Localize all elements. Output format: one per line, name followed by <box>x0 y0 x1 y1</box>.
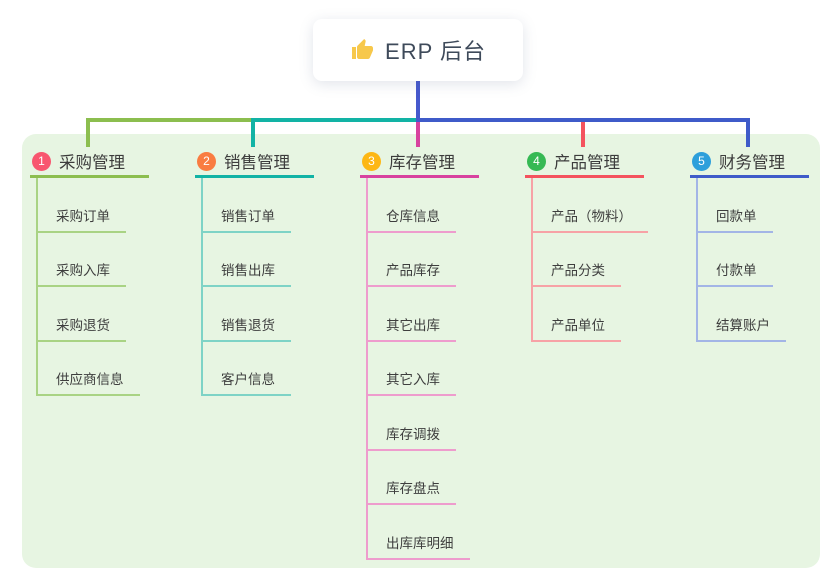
sub-item[interactable]: 库存盘点 <box>366 451 456 505</box>
sub-item-label: 库存调拨 <box>386 426 440 442</box>
branch-number-badge: 5 <box>692 151 711 171</box>
sub-item[interactable]: 客户信息 <box>201 342 291 396</box>
root-title: ERP 后台 <box>385 39 486 64</box>
branch-subtree: 仓库信息 产品库存 其它出库 其它入库 库存调拨 库存盘点 出库库明细 <box>366 178 522 560</box>
sub-item[interactable]: 产品分类 <box>531 233 621 287</box>
sub-item-label: 采购入库 <box>56 263 110 278</box>
sub-item-label: 仓库信息 <box>386 208 440 224</box>
sub-item[interactable]: 采购入库 <box>36 233 126 287</box>
branch-heading[interactable]: 4 产品管理 <box>525 147 644 178</box>
thumbs-up-icon <box>350 38 374 62</box>
sub-item[interactable]: 销售退货 <box>201 287 291 342</box>
sub-item-label: 供应商信息 <box>56 372 124 387</box>
sub-item-label: 客户信息 <box>221 372 275 387</box>
sub-item-label: 产品分类 <box>551 263 605 278</box>
sub-item[interactable]: 仓库信息 <box>366 178 456 233</box>
branch-number-badge: 2 <box>197 151 216 171</box>
branch-label: 库存管理 <box>389 154 455 172</box>
sub-item-label: 采购退货 <box>56 317 110 333</box>
branch-heading[interactable]: 5 财务管理 <box>690 147 809 178</box>
subtree-line <box>201 178 203 396</box>
sub-item-label: 销售订单 <box>221 208 275 224</box>
sub-item-label: 结算账户 <box>716 317 770 333</box>
sub-item[interactable]: 采购退货 <box>36 287 126 342</box>
branch-heading[interactable]: 1 采购管理 <box>30 147 149 178</box>
branch-label: 产品管理 <box>554 154 620 172</box>
branches-panel <box>22 134 820 568</box>
sub-item-label: 出库库明细 <box>386 535 454 551</box>
sub-item-label: 销售出库 <box>221 263 275 278</box>
branch-number-badge: 1 <box>32 151 51 171</box>
sub-item[interactable]: 结算账户 <box>696 287 786 342</box>
sub-item-label: 付款单 <box>716 263 757 278</box>
branch-number-badge: 4 <box>527 151 546 171</box>
branch-heading[interactable]: 3 库存管理 <box>360 147 479 178</box>
branch-label: 采购管理 <box>59 154 125 172</box>
sub-item-label: 其它入库 <box>386 372 440 387</box>
sub-item[interactable]: 产品（物料） <box>531 178 648 233</box>
root-node[interactable]: ERP 后台 <box>313 19 523 81</box>
branch-column: 5 财务管理 回款单 付款单 结算账户 <box>690 147 839 342</box>
sub-item-label: 回款单 <box>716 208 757 224</box>
subtree-line <box>36 178 38 396</box>
branch-subtree: 产品（物料） 产品分类 产品单位 <box>531 178 687 342</box>
branch-label: 财务管理 <box>719 154 785 172</box>
sub-item[interactable]: 回款单 <box>696 178 773 233</box>
branch-heading[interactable]: 2 销售管理 <box>195 147 314 178</box>
sub-item-label: 产品单位 <box>551 317 605 333</box>
sub-item[interactable]: 产品单位 <box>531 287 621 342</box>
sub-item[interactable]: 产品库存 <box>366 233 456 287</box>
branch-column: 1 采购管理 采购订单 采购入库 采购退货 供应商信息 <box>30 147 192 396</box>
sub-item[interactable]: 采购订单 <box>36 178 126 233</box>
sub-item-label: 产品库存 <box>386 263 440 278</box>
branch-column: 2 销售管理 销售订单 销售出库 销售退货 客户信息 <box>195 147 357 396</box>
sub-item[interactable]: 销售出库 <box>201 233 291 287</box>
branch-subtree: 回款单 付款单 结算账户 <box>696 178 839 342</box>
subtree-line <box>531 178 533 342</box>
subtree-line <box>696 178 698 342</box>
sub-item-label: 销售退货 <box>221 317 275 333</box>
sub-item[interactable]: 供应商信息 <box>36 342 140 396</box>
branch-subtree: 采购订单 采购入库 采购退货 供应商信息 <box>36 178 192 396</box>
subtree-line <box>366 178 368 560</box>
branch-column: 4 产品管理 产品（物料） 产品分类 产品单位 <box>525 147 687 342</box>
sub-item[interactable]: 付款单 <box>696 233 773 287</box>
sub-item-label: 其它出库 <box>386 317 440 333</box>
branch-subtree: 销售订单 销售出库 销售退货 客户信息 <box>201 178 357 396</box>
sub-item[interactable]: 销售订单 <box>201 178 291 233</box>
sub-item-label: 采购订单 <box>56 208 110 224</box>
sub-item[interactable]: 出库库明细 <box>366 505 470 560</box>
sub-item-label: 库存盘点 <box>386 481 440 496</box>
branch-label: 销售管理 <box>224 154 290 172</box>
sub-item[interactable]: 其它出库 <box>366 287 456 342</box>
branch-number-badge: 3 <box>362 151 381 171</box>
sub-item-label: 产品（物料） <box>551 208 632 224</box>
sub-item[interactable]: 库存调拨 <box>366 396 456 451</box>
branch-column: 3 库存管理 仓库信息 产品库存 其它出库 其它入库 库存调拨 库存盘点 出库库… <box>360 147 522 560</box>
sub-item[interactable]: 其它入库 <box>366 342 456 396</box>
